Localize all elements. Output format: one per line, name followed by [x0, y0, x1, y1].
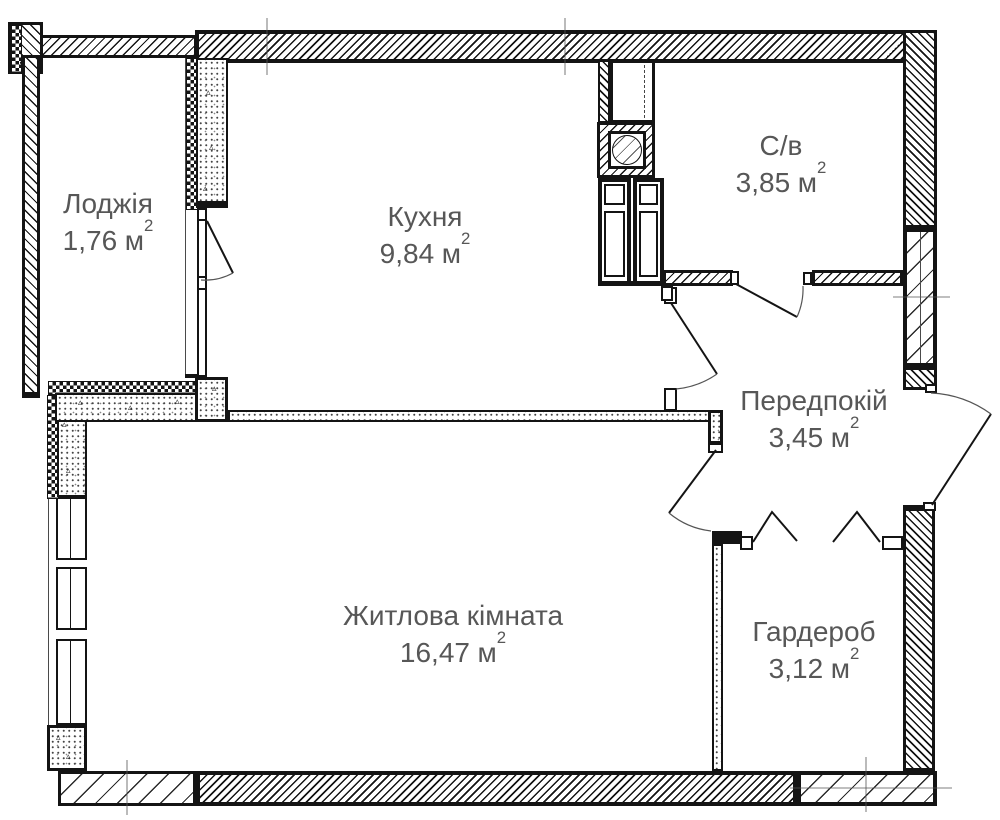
- bathroom-door-post-left: [730, 271, 739, 285]
- door-arc-bathroom: [796, 285, 804, 318]
- room-name-living-room: Житлова кімната: [342, 600, 564, 631]
- wardrobe-door-chevron-left: [752, 510, 798, 543]
- top-wall: [195, 30, 937, 63]
- door-leaf-living-room: [668, 449, 717, 514]
- balcony-frame-rung-1: [197, 219, 207, 221]
- room-name-wardrobe: Гардероб: [752, 616, 876, 647]
- door-leaf-balcony: [206, 220, 234, 274]
- shaft-bottom-cap: [598, 281, 664, 286]
- corner-block-top-left: [8, 22, 43, 74]
- shaft-wall-strip: [598, 60, 610, 123]
- shaft-upper: [610, 60, 655, 123]
- loggia-column-block: [196, 58, 228, 208]
- right-wall-window-block: [903, 228, 937, 367]
- wardrobe-door-post-left: [740, 536, 753, 550]
- door-arc-kitchen: [675, 373, 718, 390]
- wardrobe-door-post-block: [712, 531, 742, 544]
- loggia-bottom-edge: [185, 374, 197, 378]
- door-leaf-kitchen: [670, 302, 718, 375]
- vent-shaft-right: [633, 178, 664, 285]
- loggia-inner-face-line: [185, 58, 186, 377]
- vent-duct-circle: [612, 135, 642, 165]
- vent-shaft-right-cell-main: [639, 211, 658, 277]
- balcony-frame-rung-2: [197, 276, 207, 278]
- door-arc-living-room: [668, 512, 712, 532]
- room-name-kitchen: Кухня: [387, 201, 463, 232]
- wardrobe-door-chevron-right: [832, 510, 881, 543]
- right-wall-upper: [903, 30, 937, 228]
- shaft-bottom-post: [661, 286, 673, 301]
- living-room-window-mullion: [70, 499, 71, 723]
- wardrobe-partition: [712, 544, 723, 771]
- entrance-frame-notch-upper: [925, 384, 937, 393]
- window-block-mullion: [920, 232, 921, 363]
- entrance-frame-notch-lower: [923, 502, 936, 511]
- balcony-door-frame: [197, 208, 207, 377]
- vent-shaft-left-cell-top: [604, 184, 625, 205]
- vent-duct-inner-square: [608, 131, 646, 169]
- bottom-wall-right-block: [797, 771, 937, 806]
- living-room-window: [56, 497, 87, 725]
- bathroom-door-post-right: [803, 272, 812, 285]
- room-name-hallway: Передпокій: [740, 385, 888, 416]
- door-arc-entrance: [930, 392, 992, 415]
- wardrobe-door-post-right: [882, 536, 903, 550]
- vent-shaft-left-cell-main: [604, 211, 625, 277]
- balcony-frame-rung-3: [197, 288, 207, 290]
- loggia-left-wall: [22, 55, 40, 398]
- room-name-bathroom: С/в: [759, 130, 803, 161]
- door-arc-balcony: [200, 272, 234, 281]
- bathroom-wall-stub-right: [812, 270, 903, 286]
- room-name-loggia: Лоджія: [63, 188, 153, 219]
- right-wall-lower: [903, 505, 935, 771]
- living-room-window-rung-upper: [56, 558, 87, 569]
- door-leaf-bathroom: [735, 283, 798, 318]
- living-room-window-outer-line: [48, 497, 49, 725]
- kitchen-door-post-bottom: [664, 388, 677, 411]
- bottom-wall: [196, 771, 797, 806]
- door-leaf-entrance: [931, 413, 992, 506]
- partition-end-stub: [708, 410, 723, 444]
- shaft-upper-dashed-line: [644, 65, 645, 118]
- vent-duct-block: [597, 122, 655, 178]
- vent-shaft-right-cell-top: [639, 184, 658, 205]
- loggia-top-wall: [40, 35, 197, 58]
- living-room-window-rung-lower: [56, 628, 87, 641]
